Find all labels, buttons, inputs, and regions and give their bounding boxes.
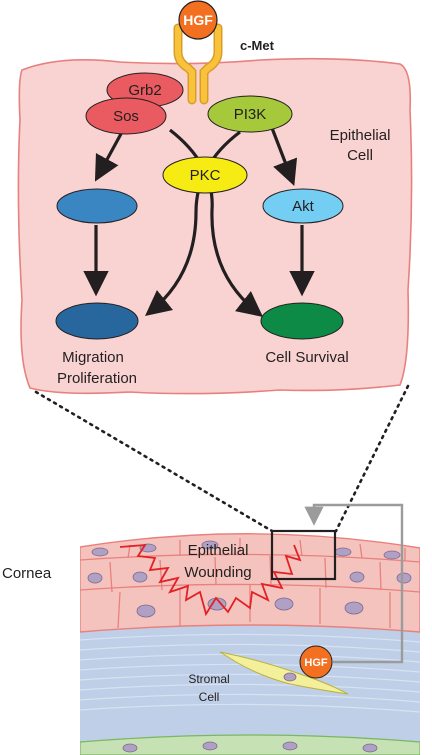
pi3k-node: [207, 95, 293, 133]
survival-node: [260, 302, 344, 340]
pi3k-label: PI3K: [234, 106, 267, 123]
grb2-label: Grb2: [128, 82, 161, 99]
signaling-arrows: [83, 127, 315, 317]
stromal-label-line1: Stromal: [188, 672, 229, 686]
epithelial-wound-line: [119, 543, 302, 617]
wound-label-line1: Epithelial: [188, 542, 249, 559]
zoom-line-left: [34, 390, 274, 533]
receptor-label: c-Met: [240, 38, 275, 53]
migration-node: [55, 302, 139, 340]
proliferation-label: Proliferation: [57, 370, 137, 387]
sos-node: [85, 97, 167, 135]
migration-label: Migration: [62, 349, 124, 366]
cell-label-line1: Epithelial: [330, 127, 391, 144]
stromal-cell: [219, 651, 349, 695]
cornea-tissue: [80, 533, 420, 755]
endothelium-layer: [80, 734, 420, 755]
stromal-hgf-label: HGF: [304, 657, 328, 669]
cell-label-line2: Cell: [347, 147, 373, 164]
pkc-label: PKC: [190, 167, 221, 184]
cornea-label: Cornea: [2, 565, 52, 582]
arrow-sos-to-mapk: [94, 131, 124, 182]
arrow-pi3k-to-akt: [270, 127, 298, 186]
wound-label-line2: Wounding: [184, 564, 251, 581]
sos-label: Sos: [113, 108, 139, 125]
zoom-line-right: [334, 384, 410, 533]
zoom-box: [270, 529, 337, 581]
stromal-hgf: [299, 645, 333, 679]
mapk-node: [56, 188, 138, 224]
akt-label: Akt: [292, 198, 315, 215]
arrow-pi3k-to-migration: [145, 130, 241, 317]
cornea-outline-top: [79, 533, 421, 549]
stromal-cell-nucleus: [283, 672, 297, 682]
hgf-ligand-label: HGF: [183, 12, 213, 28]
survival-label: Cell Survival: [265, 349, 348, 366]
hgf-ligand: [178, 0, 218, 40]
stromal-label-line2: Cell: [199, 690, 220, 704]
arrow-sos-to-survival: [169, 128, 264, 317]
hgf-paracrine-arrow: [304, 503, 404, 664]
c-met-receptor: [173, 23, 223, 105]
pkc-node: [162, 156, 248, 194]
akt-node: [262, 188, 344, 224]
